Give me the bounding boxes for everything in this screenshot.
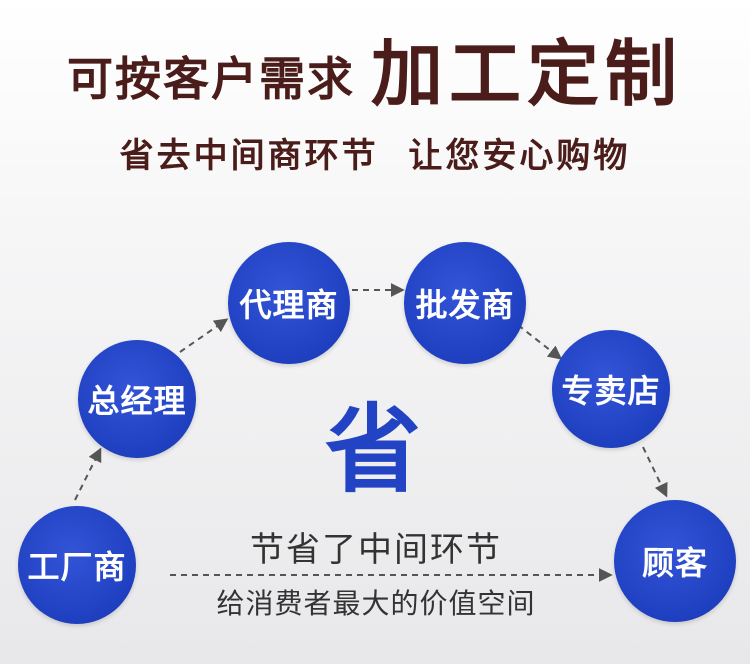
title-small: 可按客户需求 <box>66 52 355 106</box>
node-gm-label: 总经理 <box>87 382 187 420</box>
header-title: 可按客户需求 加工定制 <box>0 6 750 116</box>
arrow-store-customer <box>642 446 668 498</box>
node-store-label: 专卖店 <box>561 372 661 410</box>
save-character: 省 <box>325 394 421 506</box>
node-factory: 工厂商 <box>18 506 136 624</box>
arrow-factory-gm <box>74 447 102 501</box>
arrow-wholesaler-store <box>517 324 563 360</box>
node-factory-label: 工厂商 <box>27 548 127 586</box>
node-agent: 代理商 <box>228 242 350 364</box>
arrow-gm-agent <box>179 318 229 353</box>
saving-subline: 给消费者最大的价值空间 <box>216 587 536 620</box>
saving-headline: 节省了中间环节 <box>250 530 502 570</box>
node-store: 专卖店 <box>552 330 670 448</box>
node-gm: 总经理 <box>78 340 196 458</box>
node-wholesaler-label: 批发商 <box>415 286 515 324</box>
node-customer: 顾客 <box>614 500 736 622</box>
node-customer-label: 顾客 <box>641 544 708 582</box>
title-large: 加工定制 <box>370 32 683 116</box>
node-agent-label: 代理商 <box>239 286 339 324</box>
node-wholesaler: 批发商 <box>404 242 526 364</box>
subtitle: 省去中间商环节 让您安心购物 <box>119 136 631 176</box>
